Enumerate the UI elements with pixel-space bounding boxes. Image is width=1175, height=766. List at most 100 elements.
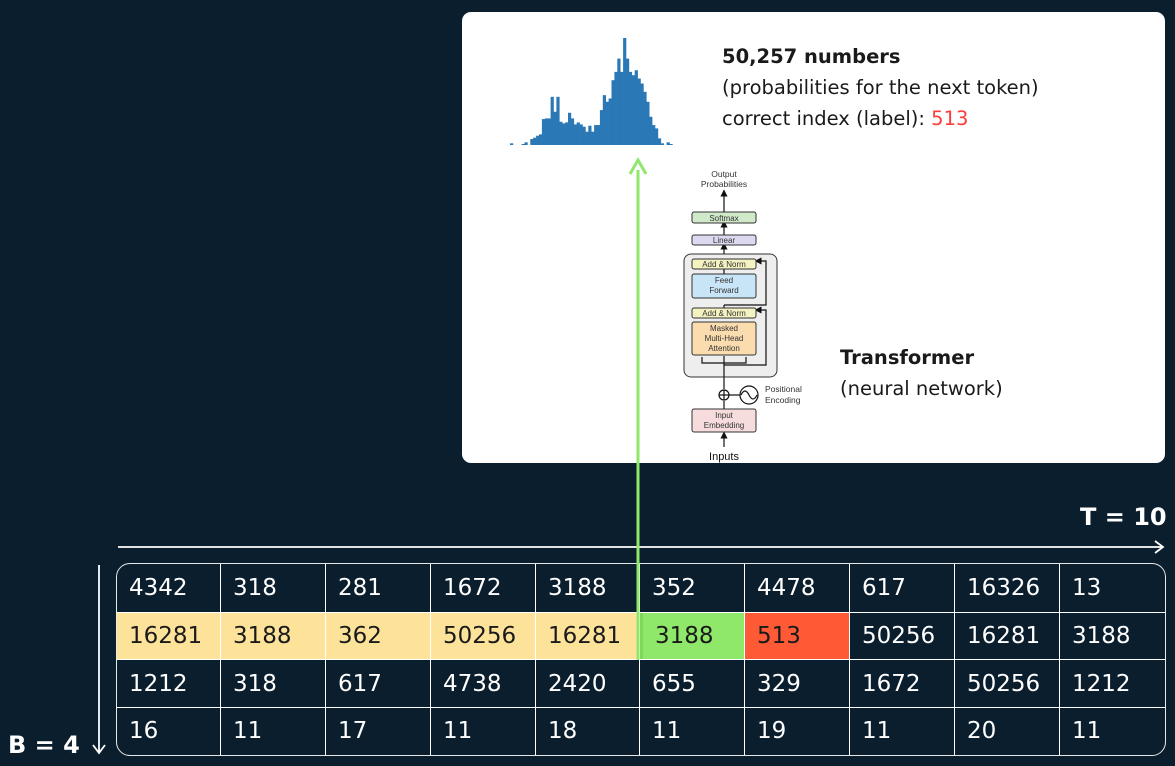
histogram-bar xyxy=(643,91,647,145)
histogram-bar xyxy=(602,95,606,145)
histogram-bar xyxy=(605,101,609,145)
histogram-bar xyxy=(649,116,653,145)
attention-label-1: Masked xyxy=(710,324,738,333)
histogram-bar xyxy=(655,128,659,145)
histogram-bar xyxy=(669,144,673,145)
histogram-bar xyxy=(640,83,644,145)
histogram-bar xyxy=(594,125,598,145)
transformer-subtitle: (neural network) xyxy=(840,377,1003,400)
histogram-bar xyxy=(660,143,664,145)
histogram-bar xyxy=(652,125,656,145)
histogram-bar xyxy=(666,142,670,145)
histogram-bar xyxy=(646,101,650,145)
token-cell: 17 xyxy=(326,707,431,755)
label-line: correct index (label): 513 xyxy=(722,107,968,131)
token-cell: 352 xyxy=(640,564,745,612)
embedding-label-1: Input xyxy=(715,411,734,420)
b-label: B = 4 xyxy=(8,731,80,759)
token-cell: 1672 xyxy=(431,564,536,612)
histogram-bar xyxy=(585,131,589,145)
histogram-bar xyxy=(510,143,514,145)
histogram-bar xyxy=(562,123,566,145)
histogram-bar xyxy=(631,75,635,145)
histogram-bar xyxy=(541,119,546,145)
token-cell: 617 xyxy=(850,564,955,612)
token-cell: 318 xyxy=(221,660,326,708)
transformer-title: Transformer xyxy=(840,346,975,369)
histogram-bar xyxy=(657,138,662,145)
histogram-bar xyxy=(620,71,624,145)
token-cell: 513 xyxy=(745,612,850,660)
token-cell: 1212 xyxy=(1072,670,1131,697)
token-cell: 329 xyxy=(745,660,850,708)
token-cell: 50256 xyxy=(431,612,536,660)
add-norm-bottom-block xyxy=(691,307,757,319)
token-cell: 16281 xyxy=(955,612,1060,660)
positional-label-2: Encoding xyxy=(765,395,801,405)
linear-block xyxy=(691,234,757,246)
feed-forward-label-2: Forward xyxy=(709,286,738,295)
attention-block xyxy=(691,321,757,356)
histogram-bar xyxy=(544,118,548,145)
histogram-bar xyxy=(597,125,601,145)
token-cell: 4738 xyxy=(431,660,536,708)
histogram-bar xyxy=(614,71,618,145)
histogram-bar xyxy=(539,134,543,145)
token-cell: 11 xyxy=(640,707,745,755)
histogram-bar xyxy=(550,96,554,145)
token-cell: 11 xyxy=(1072,718,1102,745)
feed-forward-block xyxy=(691,273,757,299)
input-embedding-block xyxy=(691,408,757,433)
token-cell: 3188 xyxy=(1072,623,1131,650)
token-cell: 1672 xyxy=(850,660,955,708)
histogram-bar xyxy=(524,142,528,145)
histogram-bar xyxy=(626,58,630,145)
token-cell: 362 xyxy=(326,612,431,660)
histogram-bar xyxy=(576,122,580,145)
sine-wave-icon xyxy=(739,385,759,405)
add-norm-top-label: Add & Norm xyxy=(702,260,746,269)
token-cell: 3188 xyxy=(221,612,326,660)
token-cell: 4478 xyxy=(745,564,850,612)
output-title: 50,257 numbers xyxy=(722,45,901,68)
token-cell: 16326 xyxy=(955,564,1060,612)
t-label: T = 10 xyxy=(1080,503,1167,531)
inputs-label: Inputs xyxy=(709,451,739,463)
token-cell: 318 xyxy=(221,564,326,612)
positional-label-1: Positional xyxy=(765,384,802,394)
label-prefix: correct index (label): xyxy=(722,107,932,130)
softmax-block xyxy=(691,211,757,224)
histogram-bar xyxy=(536,135,540,145)
probability-histogram xyxy=(510,38,673,145)
histogram-bar xyxy=(579,124,583,145)
histogram-bar xyxy=(582,126,586,145)
output-text-1: Output xyxy=(711,169,737,179)
token-cell: 4342 xyxy=(117,564,221,612)
token-cell: 19 xyxy=(745,707,850,755)
output-text-2: Probabilities xyxy=(701,179,747,189)
model-card: 50,257 numbers (probabilities for the ne… xyxy=(462,12,1165,463)
histogram-bar xyxy=(623,38,627,145)
histogram-bar xyxy=(568,112,572,145)
histogram-bar xyxy=(637,78,641,145)
histogram-bar xyxy=(553,111,557,145)
histogram-bar xyxy=(533,137,537,145)
positional-add-icon xyxy=(718,389,740,401)
histogram-bar xyxy=(521,144,525,145)
token-cell: 1212 xyxy=(117,660,221,708)
token-cell: 11 xyxy=(431,707,536,755)
add-norm-bottom-label: Add & Norm xyxy=(702,309,746,318)
histogram-bar xyxy=(556,96,560,145)
histogram-bar xyxy=(559,121,563,145)
output-subtitle: (probabilities for the next token) xyxy=(722,76,1039,99)
histogram-bar xyxy=(634,70,638,145)
token-cell: 18 xyxy=(536,707,640,755)
token-cell: 3188 xyxy=(640,612,745,660)
token-cell: 11 xyxy=(221,707,326,755)
token-cell: 11 xyxy=(850,707,955,755)
